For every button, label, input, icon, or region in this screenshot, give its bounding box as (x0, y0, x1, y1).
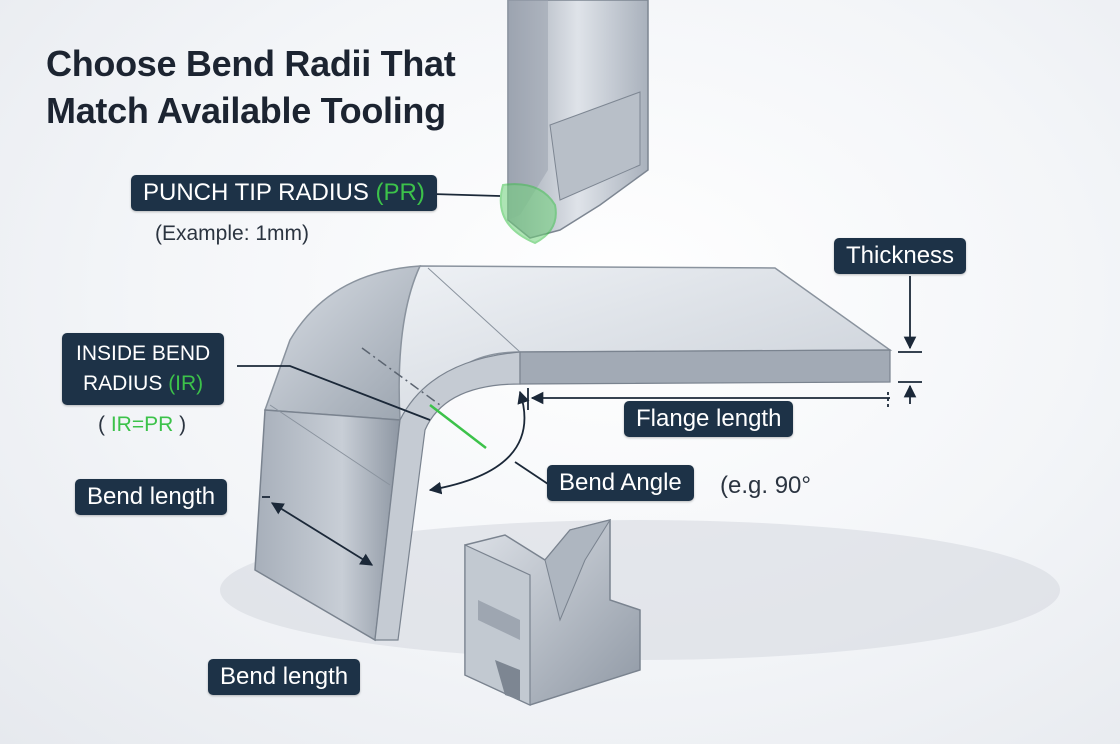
ir-close-paren: ) (173, 413, 187, 436)
inside-bend-radius-label: INSIDE BEND RADIUS (IR) (62, 333, 225, 405)
punch-tool (499, 0, 649, 245)
flange-length-label: Flange length (624, 401, 794, 437)
inside-bend-line-1: INSIDE BEND (76, 342, 211, 365)
v-die (464, 519, 641, 706)
title-line-2: Match Available Tooling (46, 90, 446, 131)
inside-bend-line-2: RADIUS (IR) (76, 369, 210, 399)
inside-bend-abbr: (IR) (168, 372, 204, 395)
thickness-label: Thickness (834, 238, 967, 274)
ir-equals-pr-note: ( IR=PR ) (98, 413, 186, 437)
punch-tip-radius-text: PUNCH TIP RADIUS (143, 179, 376, 206)
leader-lines (237, 193, 922, 566)
punch-tip-radius-label: PUNCH TIP RADIUS (PR) (131, 175, 437, 211)
bend-length-bottom-label: Bend length (208, 659, 361, 695)
ir-open-paren: ( (98, 413, 111, 436)
ir-eq-pr-text: IR=PR (110, 413, 174, 436)
title-line-1: Choose Bend Radii That (46, 43, 456, 84)
inside-radius-line (429, 404, 487, 449)
punch-tip-abbr: (PR) (375, 179, 425, 206)
bent-sheet-part (254, 265, 893, 642)
bend-angle-label: Bend Angle (547, 465, 694, 501)
inside-bend-radius-text: RADIUS (83, 372, 169, 395)
floor-shadow (220, 520, 1060, 660)
bend-angle-example-note: (e.g. 90° (720, 472, 811, 499)
punch-tip-radius-highlight (499, 183, 557, 245)
bend-length-left-label: Bend length (75, 479, 228, 515)
punch-example-note: (Example: 1mm) (155, 222, 310, 245)
page-title: Choose Bend Radii That Match Available T… (46, 40, 456, 134)
